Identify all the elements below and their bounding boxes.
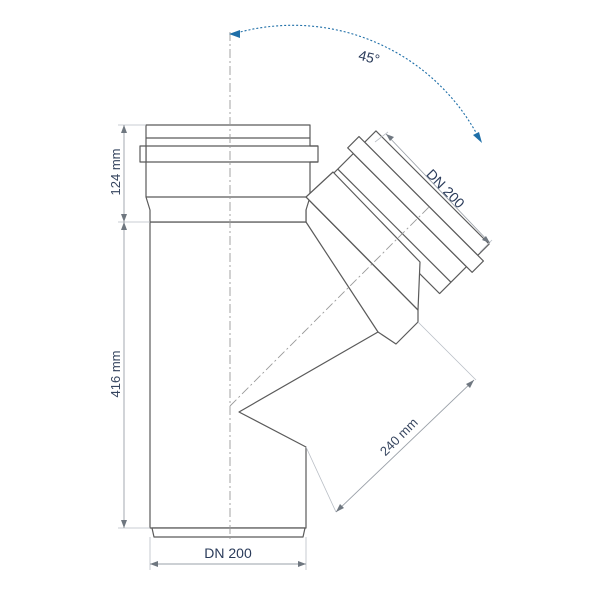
- socket-height-label: 124 mm: [108, 149, 123, 196]
- center-lines: [229, 32, 431, 540]
- branch-socket: [325, 130, 490, 295]
- body-height-label: 416 mm: [108, 351, 123, 398]
- main-socket: [139, 124, 319, 223]
- main-spigot-end: [151, 527, 306, 538]
- angle-dimension: 45°: [229, 24, 482, 143]
- branch-pipe: [305, 171, 421, 333]
- height-dimensions: 124 mm 416 mm: [108, 124, 150, 529]
- main-diameter-label: DN 200: [204, 545, 252, 561]
- angle-label: 45°: [357, 47, 381, 68]
- main-diameter-dimension: DN 200: [149, 537, 307, 570]
